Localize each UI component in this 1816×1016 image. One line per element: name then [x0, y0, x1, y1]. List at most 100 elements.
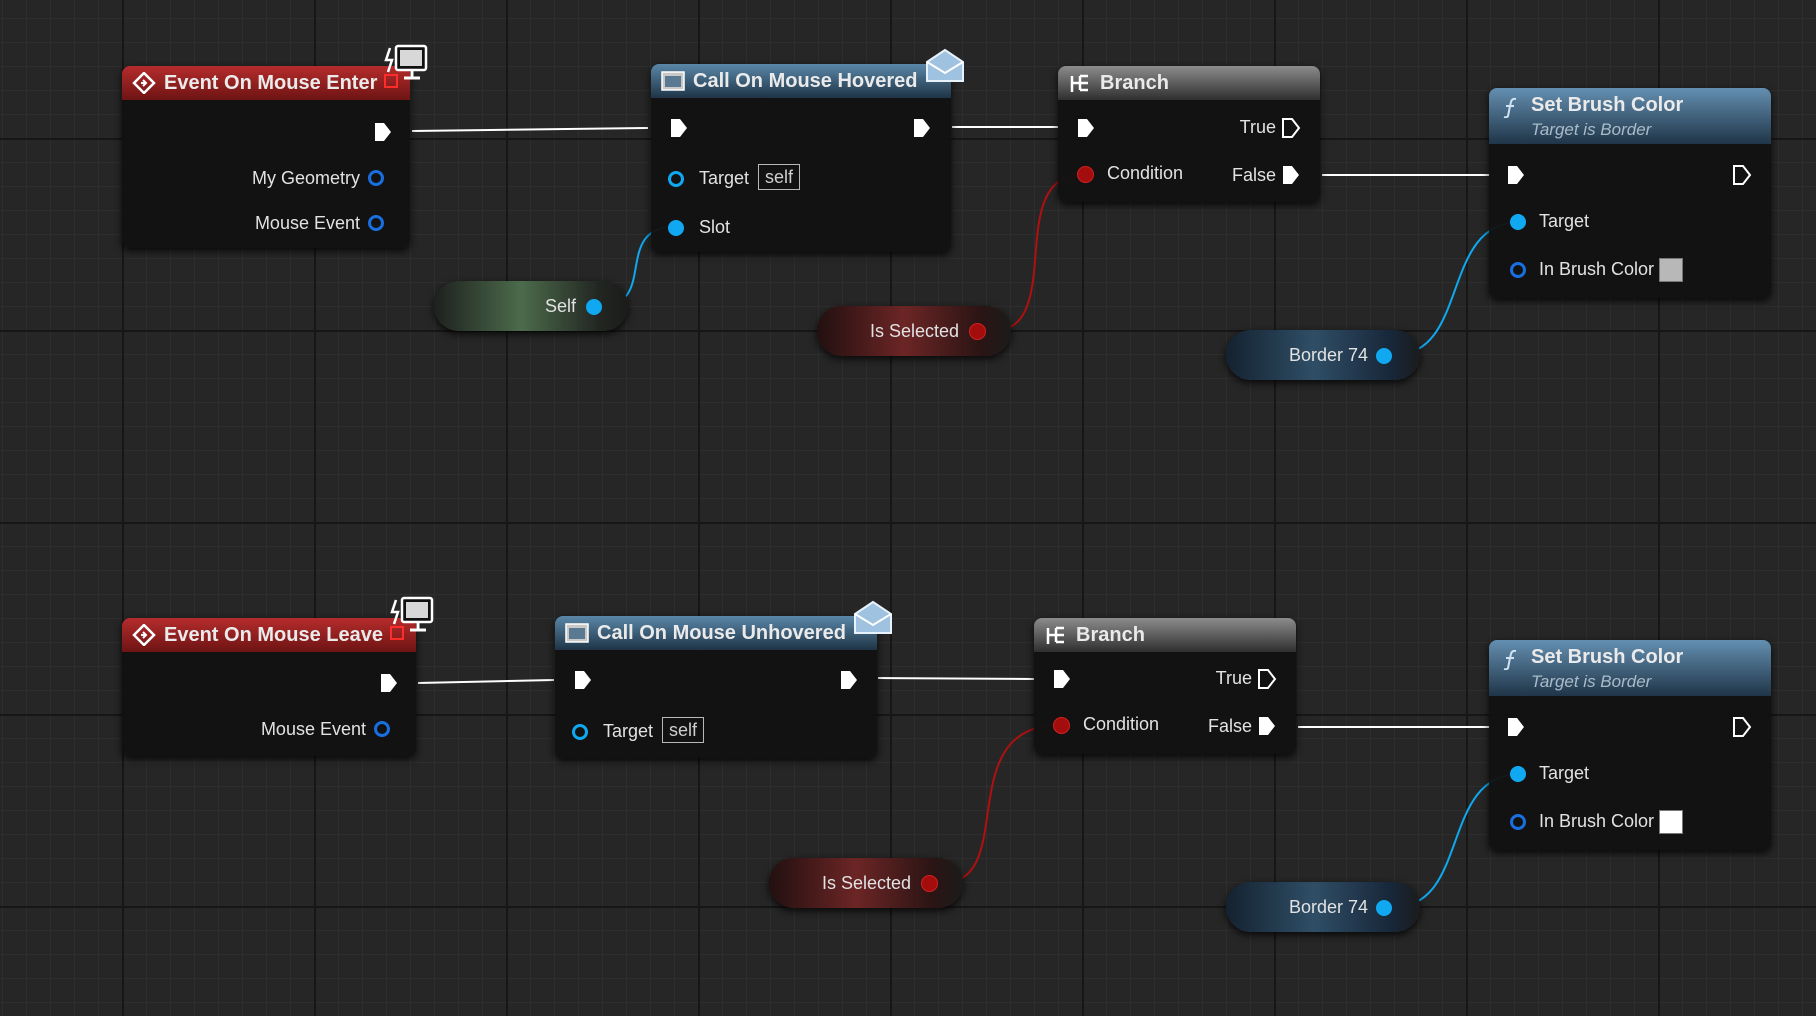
- self-getter-node[interactable]: Self: [434, 281, 628, 331]
- exec-in-pin[interactable]: [1505, 164, 1527, 186]
- monitor-icon: [390, 596, 434, 632]
- branch-icon: [1070, 74, 1088, 92]
- target-pin[interactable]: [572, 724, 588, 740]
- exec-out-pin[interactable]: [911, 117, 933, 139]
- node-title: Branch: [1100, 72, 1169, 94]
- node-title: Branch: [1076, 624, 1145, 646]
- node-title: Call On Mouse Unhovered: [597, 622, 846, 644]
- exec-in-pin[interactable]: [1505, 716, 1527, 738]
- event-diamond-icon: [132, 624, 156, 646]
- target-label: Target: [1539, 211, 1590, 231]
- branch-node[interactable]: Branch True Condition False: [1034, 618, 1296, 754]
- target-pin[interactable]: [668, 171, 684, 187]
- is-selected-label: Is Selected: [869, 321, 959, 341]
- target-self-field[interactable]: self: [662, 717, 705, 743]
- border-74-label: Border 74: [1288, 897, 1368, 917]
- function-icon: [1503, 97, 1517, 118]
- true-label: True: [1215, 668, 1252, 688]
- in-brush-color-pin[interactable]: [1510, 814, 1526, 830]
- message-badge: [924, 48, 966, 84]
- node-header: Set Brush Color Target is Border: [1489, 88, 1771, 144]
- false-exec-pin[interactable]: [1256, 715, 1278, 737]
- call-on-mouse-unhovered-node[interactable]: Call On Mouse Unhovered Target self: [555, 616, 877, 758]
- call-on-mouse-hovered-node[interactable]: Call On Mouse Hovered Target self Slot: [651, 64, 951, 252]
- exec-out-pin[interactable]: [1731, 164, 1753, 186]
- border-74-output-pin[interactable]: [1376, 348, 1392, 364]
- node-subtitle: Target is Border: [1531, 672, 1652, 691]
- exec-out-pin[interactable]: [378, 672, 400, 694]
- node-header: Set Brush Color Target is Border: [1489, 640, 1771, 696]
- self-label: Self: [544, 296, 576, 316]
- border-74-getter-node[interactable]: Border 74: [1226, 882, 1420, 932]
- node-header: Branch: [1058, 66, 1320, 100]
- node-title: Event On Mouse Enter: [164, 72, 378, 94]
- set-brush-color-node[interactable]: Set Brush Color Target is Border Target …: [1489, 640, 1771, 850]
- target-pin[interactable]: [1510, 214, 1526, 230]
- is-selected-output-pin[interactable]: [921, 875, 938, 892]
- exec-wire: [411, 127, 649, 132]
- target-self-field[interactable]: self: [758, 164, 801, 190]
- condition-pin[interactable]: [1053, 717, 1070, 734]
- mouse-event-label: Mouse Event: [254, 213, 360, 233]
- node-header: Call On Mouse Hovered: [651, 64, 951, 98]
- mouse-event-pin[interactable]: [368, 215, 384, 231]
- exec-in-pin[interactable]: [668, 117, 690, 139]
- my-geometry-pin[interactable]: [368, 170, 384, 186]
- self-output-pin[interactable]: [586, 299, 602, 315]
- exec-in-pin[interactable]: [572, 669, 594, 691]
- my-geometry-label: My Geometry: [251, 168, 360, 188]
- in-brush-color-label: In Brush Color: [1539, 811, 1655, 831]
- is-selected-label: Is Selected: [821, 873, 911, 893]
- node-header: Event On Mouse Enter: [122, 66, 410, 100]
- set-brush-color-node[interactable]: Set Brush Color Target is Border Target …: [1489, 88, 1771, 298]
- is-selected-output-pin[interactable]: [969, 323, 986, 340]
- mouse-event-pin[interactable]: [374, 721, 390, 737]
- brush-color-swatch[interactable]: [1659, 810, 1683, 834]
- client-badge: [388, 596, 436, 640]
- exec-in-pin[interactable]: [1051, 668, 1073, 690]
- slot-pin[interactable]: [668, 220, 684, 236]
- condition-label: Condition: [1083, 714, 1160, 734]
- event-on-mouse-leave-node[interactable]: Event On Mouse Leave Mouse Event: [122, 618, 416, 756]
- exec-out-pin[interactable]: [1731, 716, 1753, 738]
- in-brush-color-label: In Brush Color: [1539, 259, 1655, 279]
- envelope-icon: [926, 48, 964, 82]
- client-badge: [382, 44, 430, 88]
- monitor-icon: [384, 44, 428, 80]
- exec-out-pin[interactable]: [838, 669, 860, 691]
- exec-out-pin[interactable]: [372, 121, 394, 143]
- message-badge: [852, 600, 894, 636]
- true-exec-pin[interactable]: [1256, 668, 1278, 690]
- node-header: Call On Mouse Unhovered: [555, 616, 877, 650]
- client-flag: [384, 74, 398, 88]
- is-selected-getter-node[interactable]: Is Selected: [817, 306, 1011, 356]
- brush-color-swatch[interactable]: [1659, 258, 1683, 282]
- node-title: Set Brush Color: [1531, 94, 1684, 116]
- border-74-getter-node[interactable]: Border 74: [1226, 330, 1420, 380]
- node-subtitle: Target is Border: [1531, 120, 1652, 139]
- false-label: False: [1207, 716, 1252, 736]
- false-label: False: [1231, 165, 1276, 185]
- border-74-output-pin[interactable]: [1376, 900, 1392, 916]
- true-exec-pin[interactable]: [1280, 117, 1302, 139]
- message-call-icon: [565, 623, 589, 643]
- slot-label: Slot: [699, 217, 731, 237]
- event-on-mouse-enter-node[interactable]: Event On Mouse Enter My Geometry Mouse E…: [122, 66, 410, 248]
- node-title: Event On Mouse Leave: [164, 624, 383, 646]
- target-label: Target: [1539, 763, 1590, 783]
- exec-in-pin[interactable]: [1075, 117, 1097, 139]
- message-call-icon: [661, 71, 685, 91]
- border-74-label: Border 74: [1288, 345, 1368, 365]
- function-icon: [1503, 649, 1517, 670]
- mouse-event-label: Mouse Event: [260, 719, 366, 739]
- is-selected-getter-node[interactable]: Is Selected: [769, 858, 963, 908]
- false-exec-pin[interactable]: [1280, 164, 1302, 186]
- condition-pin[interactable]: [1077, 166, 1094, 183]
- target-pin[interactable]: [1510, 766, 1526, 782]
- node-title: Call On Mouse Hovered: [693, 70, 918, 92]
- branch-node[interactable]: Branch True Condition False: [1058, 66, 1320, 202]
- node-title: Set Brush Color: [1531, 646, 1684, 668]
- branch-icon: [1046, 626, 1064, 644]
- in-brush-color-pin[interactable]: [1510, 262, 1526, 278]
- condition-label: Condition: [1107, 163, 1184, 183]
